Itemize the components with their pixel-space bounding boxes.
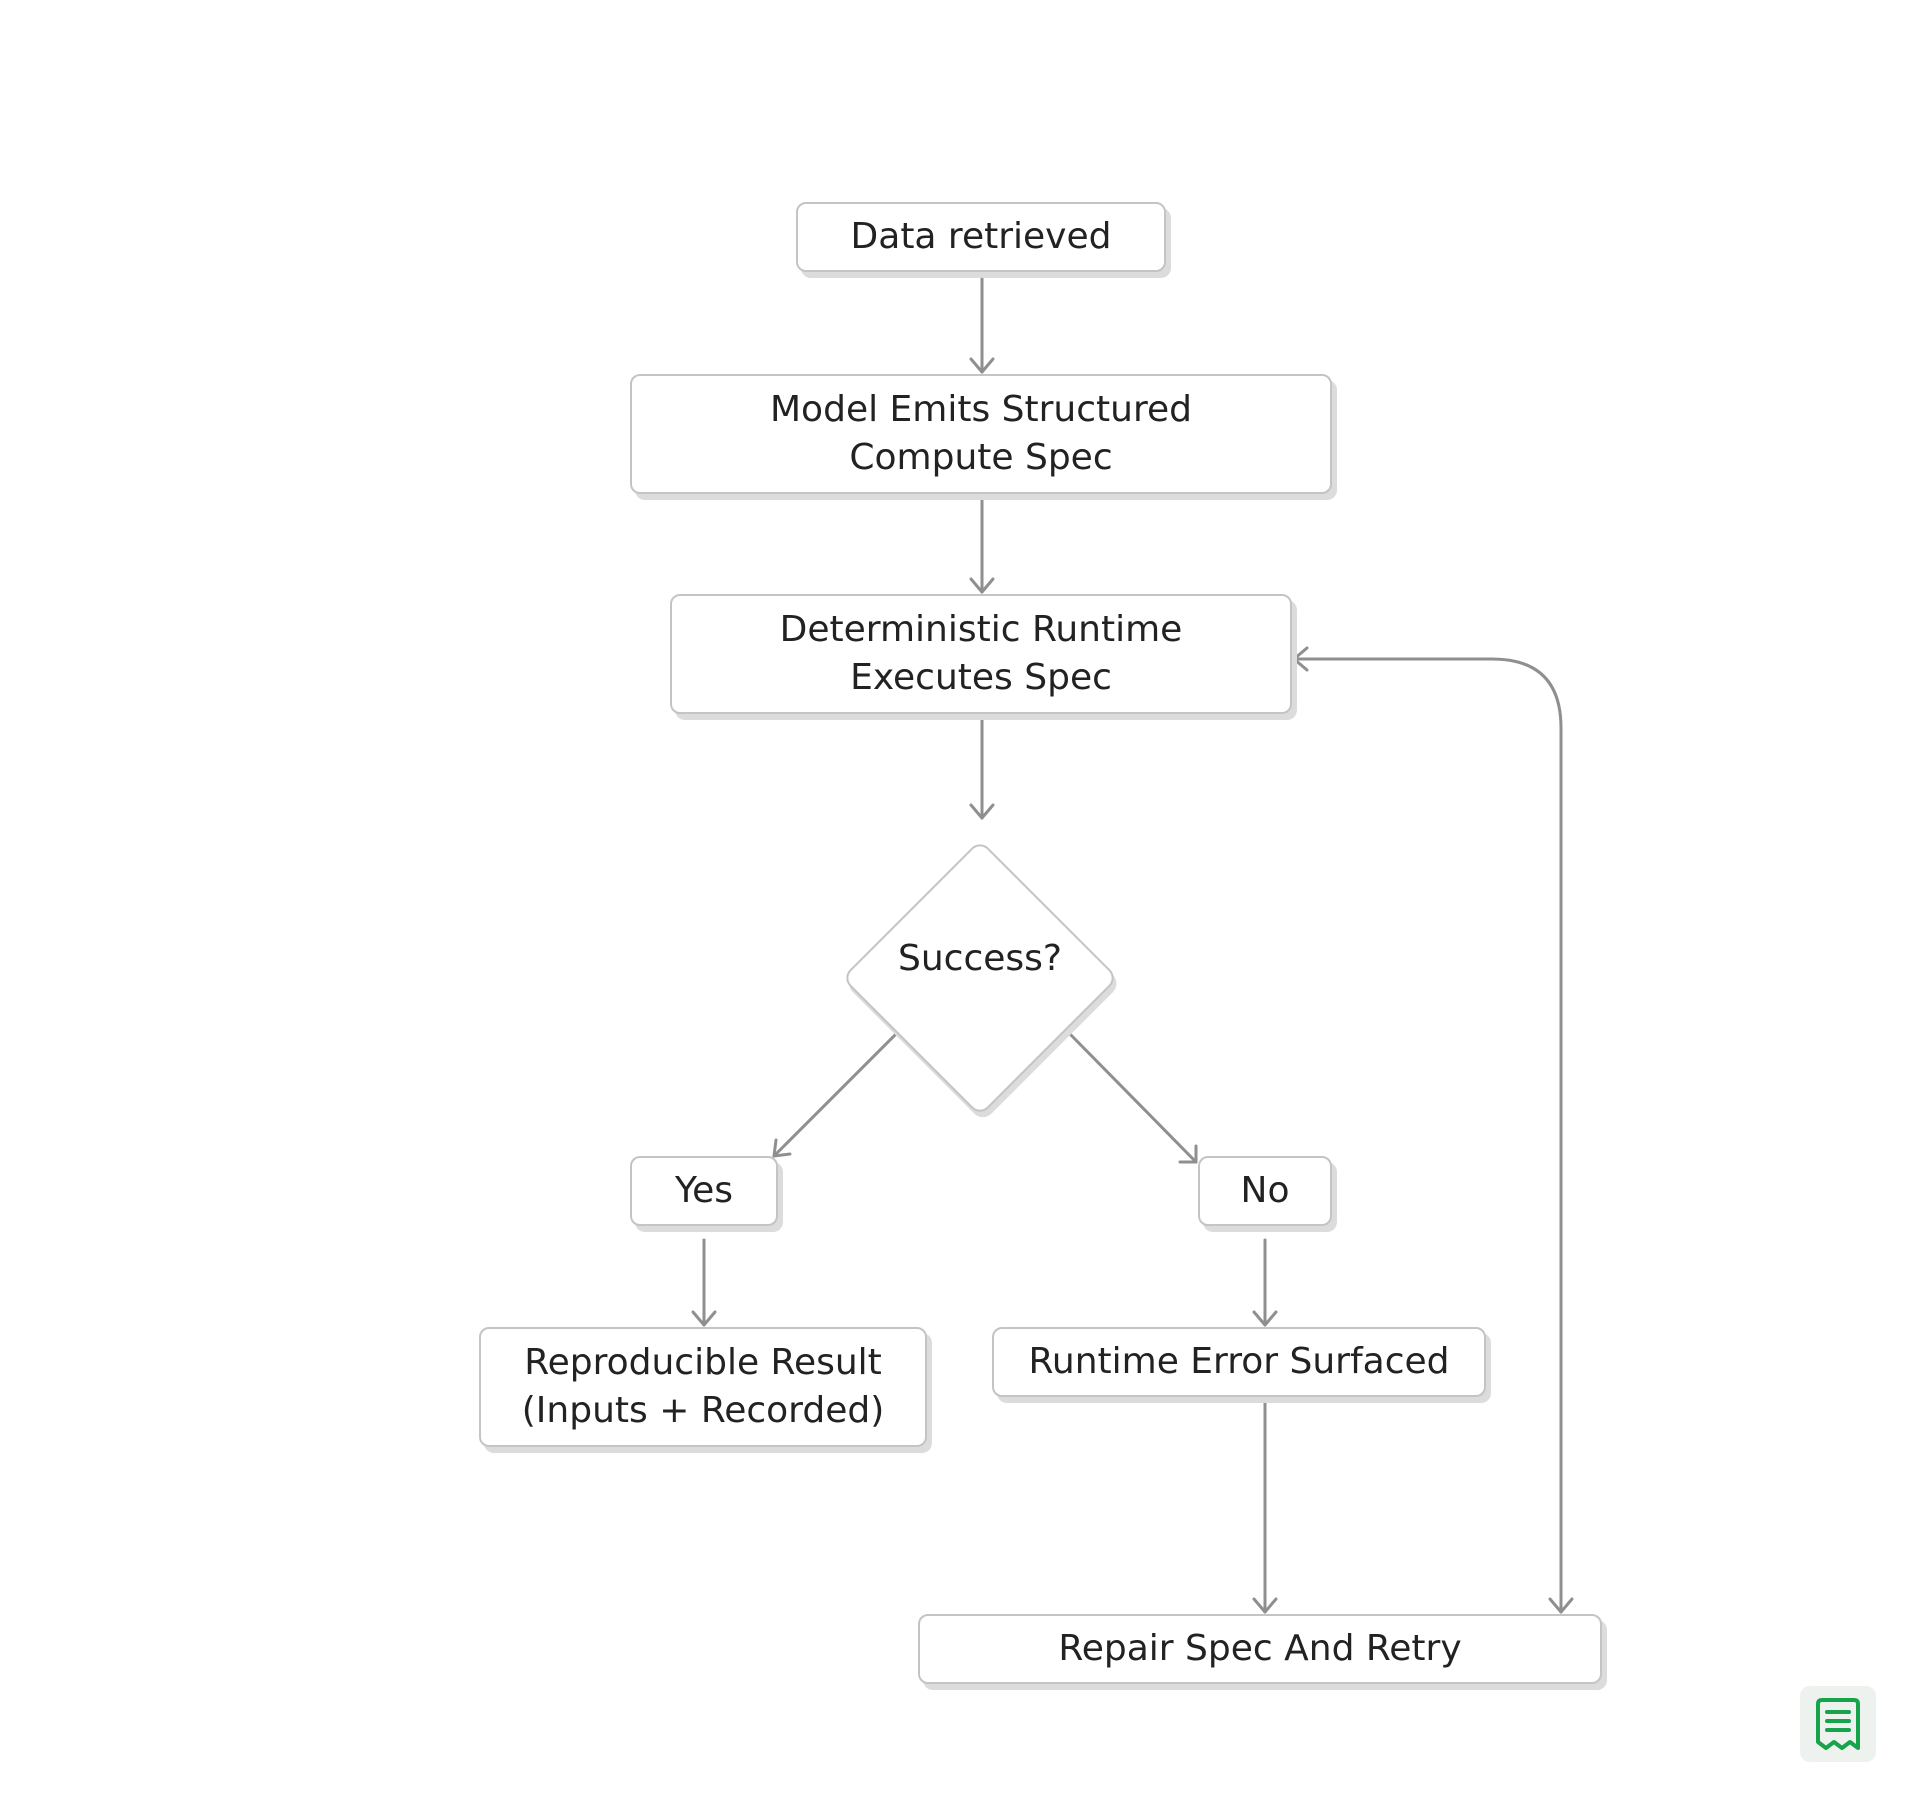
node-label: No (1240, 1170, 1290, 1211)
node-label: Data retrieved (850, 216, 1112, 257)
edge-runtime-to-decision (969, 698, 995, 820)
edge-error-to-repair (1252, 1397, 1278, 1614)
edge-decision-to-no (1066, 1030, 1198, 1164)
edge-yes-to-reproducible (691, 1238, 717, 1327)
node-label: Repair Spec And Retry (1058, 1628, 1462, 1669)
edge-data-to-model (969, 272, 995, 374)
node-model-emits-spec: Model Emits Structured Compute Spec (630, 374, 1332, 494)
node-label: Runtime Error Surfaced (1028, 1341, 1450, 1382)
notes-icon (1816, 1698, 1860, 1750)
notes-button[interactable] (1800, 1686, 1876, 1762)
node-label: Yes (674, 1170, 734, 1211)
node-reproducible-result: Reproducible Result (Inputs + Recorded) (479, 1327, 927, 1447)
node-no: No (1198, 1156, 1332, 1226)
node-label: Reproducible Result (Inputs + Recorded) (521, 1342, 885, 1431)
node-label: Deterministic Runtime Executes Spec (779, 609, 1183, 698)
edge-decision-to-yes (772, 1026, 904, 1158)
node-yes: Yes (630, 1156, 778, 1226)
edge-repair-loop-to-runtime (1292, 646, 1574, 1614)
node-repair-and-retry: Repair Spec And Retry (918, 1614, 1602, 1684)
node-runtime-error: Runtime Error Surfaced (992, 1327, 1486, 1397)
node-runtime-executes-spec: Deterministic Runtime Executes Spec (670, 594, 1292, 714)
node-label: Model Emits Structured Compute Spec (770, 389, 1192, 478)
decision-label: Success? (897, 937, 1063, 979)
edge-no-to-error (1252, 1238, 1278, 1327)
edge-model-to-runtime (969, 494, 995, 594)
node-data-retrieved: Data retrieved (796, 202, 1166, 272)
